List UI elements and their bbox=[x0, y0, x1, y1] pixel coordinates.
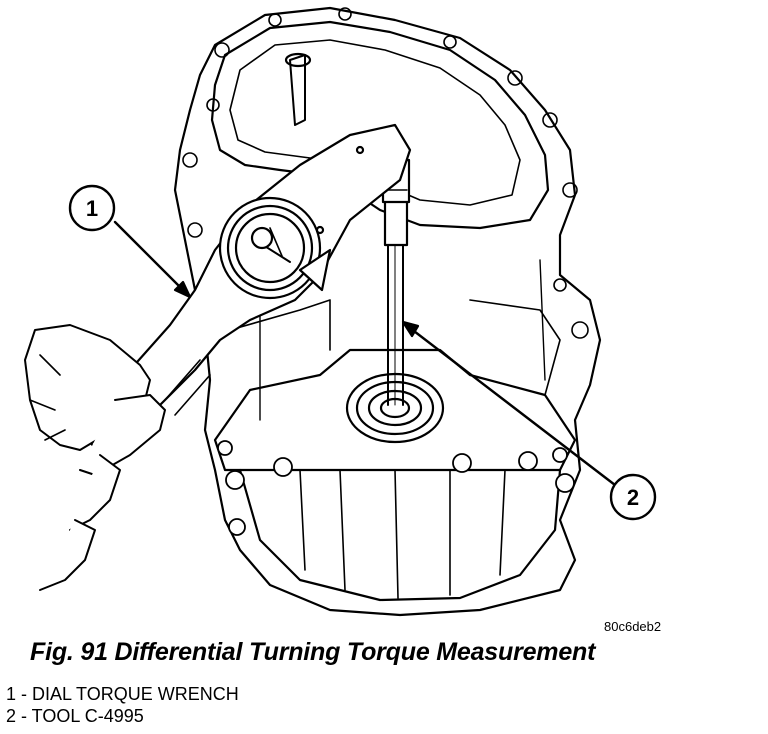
legend: 1 - DIAL TORQUE WRENCH 2 - TOOL C-4995 bbox=[6, 683, 239, 727]
flange-bolts bbox=[182, 7, 589, 339]
leader-line-2 bbox=[408, 326, 617, 487]
legend-item-2: 2 - TOOL C-4995 bbox=[6, 706, 144, 726]
leader-line-1 bbox=[113, 220, 187, 294]
callout-2-number: 2 bbox=[627, 485, 639, 510]
callout-2: 2 bbox=[609, 473, 657, 521]
differential-seal bbox=[345, 372, 445, 444]
illustration-differential-torque: 1 2 bbox=[24, 6, 657, 617]
hand bbox=[24, 324, 166, 591]
leader-arrow-2 bbox=[401, 320, 420, 338]
bell-housing-flange bbox=[210, 20, 550, 230]
legend-item-1: 1 - DIAL TORQUE WRENCH bbox=[6, 684, 239, 704]
figure-title: Fig. 91 Differential Turning Torque Meas… bbox=[30, 638, 596, 666]
figure-code: 80c6deb2 bbox=[604, 619, 662, 634]
callout-1-number: 1 bbox=[86, 196, 98, 221]
case-bolts bbox=[217, 440, 575, 536]
callout-1: 1 bbox=[68, 184, 116, 232]
dial-torque-wrench bbox=[78, 123, 412, 450]
leader-arrow-1 bbox=[173, 280, 192, 299]
